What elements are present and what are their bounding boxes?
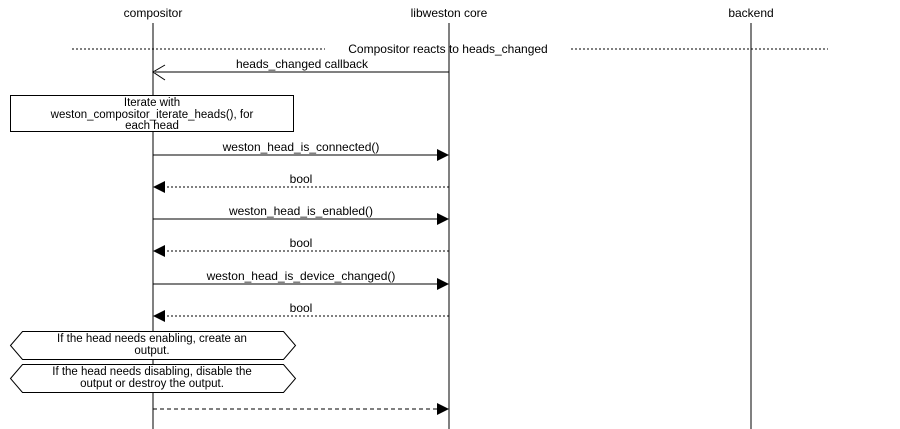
arrowhead-filled-right-icon-4	[437, 403, 449, 415]
arrowhead-filled-right-icon	[437, 149, 449, 161]
message-label-4: bool	[290, 236, 313, 250]
fragment-disable-output-line-1: output or destroy the output.	[80, 378, 224, 390]
arrowhead-filled-right-icon-3	[437, 278, 449, 290]
message-heads-changed-callback[interactable]: heads_changed callback	[152, 57, 449, 81]
note-iterate-heads-line-0: Iterate with	[124, 97, 180, 109]
message-bool-connected[interactable]: bool	[153, 172, 449, 193]
message-label-3: weston_head_is_enabled()	[228, 204, 373, 218]
message-label-0: heads_changed callback	[236, 57, 369, 71]
note-iterate-heads-line-2: each head	[125, 120, 179, 132]
fragment-enable-output-line-1: output.	[134, 345, 169, 357]
message-bool-enabled[interactable]: bool	[153, 236, 449, 257]
lifeline-label-backend: backend	[728, 6, 773, 20]
fragment-disable-output-hexagon	[9, 364, 297, 393]
fragment-enable-output-hexagon	[9, 331, 297, 360]
arrowhead-filled-right-icon-2	[437, 213, 449, 225]
lifeline-libweston-core[interactable]: libweston core	[411, 6, 488, 429]
note-iterate-heads: Iterate with weston_compositor_iterate_h…	[10, 95, 294, 132]
arrowhead-filled-left-icon	[153, 181, 165, 193]
message-bool-device-changed[interactable]: bool	[153, 301, 449, 322]
divider-heads-changed: Compositor reacts to heads_changed	[72, 42, 828, 56]
message-label-1: weston_head_is_connected()	[222, 140, 380, 154]
fragment-enable-output-line-0: If the head needs enabling, create an	[57, 333, 247, 345]
message-weston-head-is-enabled[interactable]: weston_head_is_enabled()	[153, 204, 449, 225]
lifeline-compositor[interactable]: compositor	[124, 6, 183, 429]
message-label-5: weston_head_is_device_changed()	[206, 269, 396, 283]
message-label-6: bool	[290, 301, 313, 315]
message-final-unlabeled[interactable]	[153, 403, 449, 415]
arrowhead-open-left-icon	[152, 64, 166, 81]
lifeline-backend[interactable]: backend	[728, 6, 774, 429]
fragment-enable-output: If the head needs enabling, create an ou…	[9, 331, 297, 360]
message-weston-head-is-device-changed[interactable]: weston_head_is_device_changed()	[153, 269, 449, 290]
fragment-disable-output-line-0: If the head needs disabling, disable the	[52, 366, 251, 378]
divider-label: Compositor reacts to heads_changed	[348, 42, 547, 56]
note-iterate-heads-box	[10, 95, 294, 132]
note-iterate-heads-line-1: weston_compositor_iterate_heads(), for	[50, 109, 254, 121]
arrowhead-filled-left-icon-3	[153, 310, 165, 322]
message-label-2: bool	[290, 172, 313, 186]
lifeline-label-compositor: compositor	[124, 6, 183, 20]
message-weston-head-is-connected[interactable]: weston_head_is_connected()	[153, 140, 449, 161]
lifelines-group: compositor libweston core backend	[124, 6, 774, 429]
arrowhead-filled-left-icon-2	[153, 245, 165, 257]
fragment-disable-output: If the head needs disabling, disable the…	[9, 364, 297, 393]
lifeline-label-libweston-core: libweston core	[411, 6, 488, 20]
